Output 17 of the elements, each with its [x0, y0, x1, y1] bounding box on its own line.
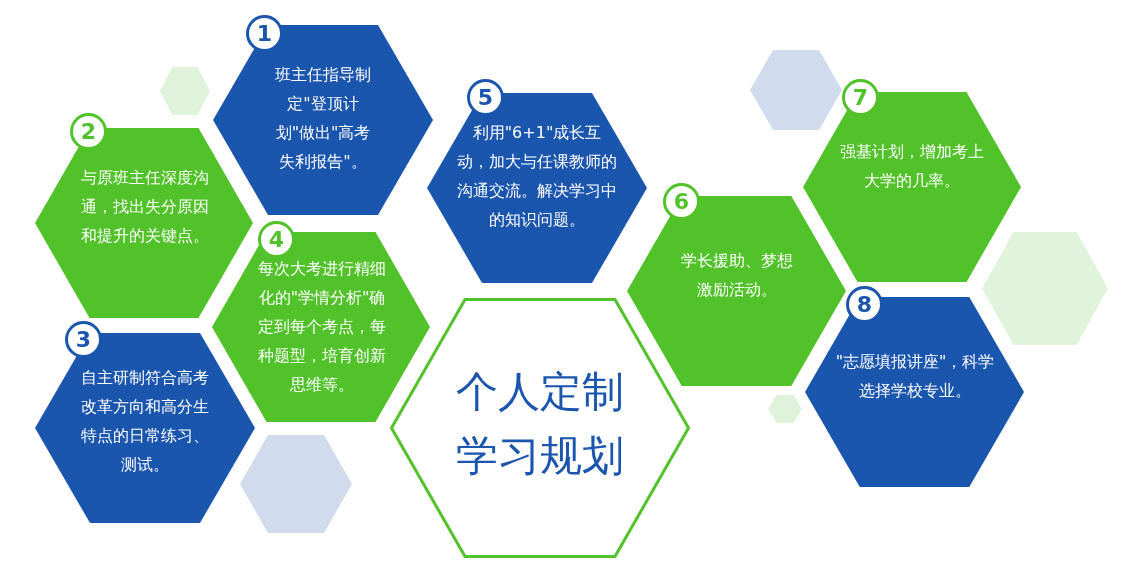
description-text: 强基计划，增加考上大学的几率。 [839, 141, 985, 192]
number-badge: 4 [258, 221, 295, 258]
number-badge: 8 [846, 286, 883, 323]
description-text: "志愿填报讲座"，科学选择学校专业。 [835, 351, 995, 402]
description-text: 班主任指导制定"登顶计划"做出"高考失利报告"。 [274, 64, 372, 173]
title-text: 个人定制学习规划 [455, 366, 625, 482]
number-badge: 2 [70, 113, 107, 150]
description-text: 与原班主任深度沟通，找出失分原因和提升的关键点。 [80, 167, 210, 247]
number-badge: 5 [467, 79, 504, 116]
number-badge: 1 [246, 15, 283, 52]
description-text: 利用"6+1"成长互动，加大与任课教师的沟通交流。解决学习中的知识问题。 [457, 122, 617, 231]
number-badge: 7 [842, 79, 879, 116]
description-text: 学长援助、梦想激励活动。 [680, 250, 794, 301]
description-text: 自主研制符合高考改革方向和高分生特点的日常练习、测试。 [80, 367, 210, 476]
number-badge: 6 [663, 183, 700, 220]
number-badge: 3 [65, 321, 102, 358]
description-text: 每次大考进行精细化的"学情分析"确定到每个考点，每种题型，培育创新思维等。 [257, 258, 387, 396]
